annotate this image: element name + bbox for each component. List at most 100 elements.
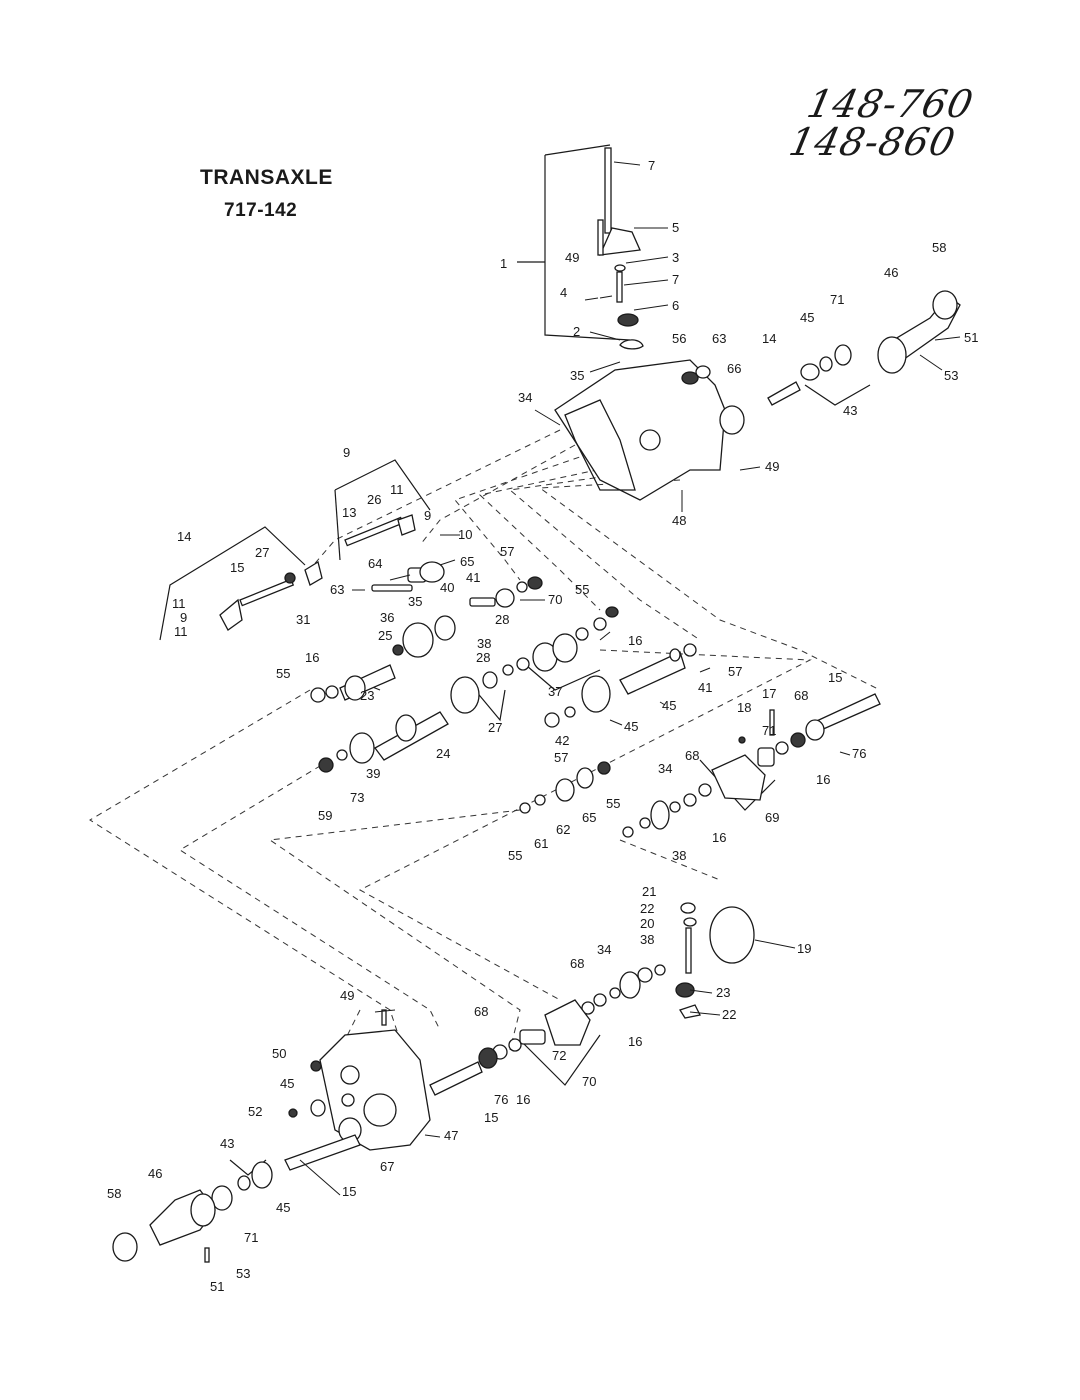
callout-label: 57 [500,544,514,559]
callout-label: 38 [640,932,654,947]
callout-label: 9 [424,508,431,523]
callout-label: 45 [800,310,814,325]
callout-label: 73 [350,790,364,805]
differential-case-70 [544,999,591,1046]
callout-label: 35 [570,368,584,383]
callout-label: 72 [552,1048,566,1063]
callout-label: 55 [575,582,589,597]
callout-label: 52 [248,1104,262,1119]
callout-label: 61 [534,836,548,851]
assembly-paths [89,429,881,1051]
callout-label: 28 [495,612,509,627]
diagram-title: TRANSAXLE [200,166,333,189]
gear-train [310,561,881,838]
shift-lever [604,147,612,234]
callout-label: 76 [852,746,866,761]
callout-label: 35 [408,594,422,609]
callout-label: 15 [828,670,842,685]
callout-label: 24 [436,746,450,761]
callout-label: 49 [765,459,779,474]
callout-label: 56 [672,331,686,346]
axle-15-lower [429,1061,483,1096]
callout-label: 34 [518,390,532,405]
callout-label: 43 [220,1136,234,1151]
callout-label: 16 [628,633,642,648]
callout-label: 7 [648,158,655,173]
callout-label: 11 [390,482,404,497]
callout-label: 1 [500,256,507,271]
callout-label: 15 [484,1110,498,1125]
callout-label: 3 [672,250,679,265]
callout-label: 14 [762,331,776,346]
callout-label: 48 [672,513,686,528]
callout-labels: 7 5 49 3 1 7 4 6 2 35 34 56 63 66 14 45 … [107,158,978,1294]
leader-lines [299,161,961,1196]
callout-label: 23 [716,985,730,1000]
callout-label: 71 [244,1230,258,1245]
shift-lever-assembly [597,147,644,350]
callout-label: 2 [573,324,580,339]
callout-label: 22 [722,1007,736,1022]
callout-label: 71 [762,723,776,738]
callout-label: 63 [712,331,726,346]
callout-label: 67 [380,1159,394,1174]
callout-label: 34 [658,761,672,776]
callout-label: 16 [305,650,319,665]
callout-label: 17 [762,686,776,701]
callout-label: 22 [640,901,654,916]
assembly-number: 717-142 [224,200,298,221]
callout-label: 34 [597,942,611,957]
callout-label: 41 [466,570,480,585]
callout-label: 46 [148,1166,162,1181]
differential-case-69 [711,754,766,801]
housing-lower-half [319,1029,431,1151]
callout-label: 49 [340,988,354,1003]
callout-label: 58 [107,1186,121,1201]
callout-label: 16 [712,830,726,845]
callout-label: 68 [570,956,584,971]
callout-label: 26 [367,492,381,507]
bearing-63 [719,405,745,435]
callout-label: 53 [944,368,958,383]
shift-forks [219,514,416,631]
callout-label: 27 [488,720,502,735]
callout-label: 36 [380,610,394,625]
callout-label: 59 [318,808,332,823]
callout-label: 49 [565,250,579,265]
group-brackets [159,144,871,1176]
callout-label: 38 [672,848,686,863]
callout-label: 65 [582,810,596,825]
callout-label: 21 [642,884,656,899]
shift-boot [598,227,641,256]
callout-label: 47 [444,1128,458,1143]
callout-label: 6 [672,298,679,313]
callout-label: 55 [508,848,522,863]
callout-label: 58 [932,240,946,255]
callout-label: 5 [672,220,679,235]
upper-housing [554,290,961,501]
callout-label: 20 [640,916,654,931]
callout-label: 42 [555,733,569,748]
callout-label: 15 [230,560,244,575]
callout-label: 50 [272,1046,286,1061]
callout-label: 65 [460,554,474,569]
callout-label: 28 [476,650,490,665]
callout-label: 27 [255,545,269,560]
axle-15-right [767,381,801,406]
callout-label: 68 [474,1004,488,1019]
callout-label: 45 [662,698,676,713]
countershaft-44 [619,651,686,695]
callout-label: 64 [368,556,382,571]
callout-label: 18 [737,700,751,715]
callout-label: 11 [174,624,188,639]
callout-label: 76 [494,1092,508,1107]
ring-gear-19 [709,906,755,964]
callout-label: 37 [548,684,562,699]
callout-label: 69 [765,810,779,825]
callout-label: 31 [296,612,310,627]
callout-label: 15 [342,1184,356,1199]
axle-15-left [284,1134,361,1171]
callout-label: 13 [342,505,356,520]
